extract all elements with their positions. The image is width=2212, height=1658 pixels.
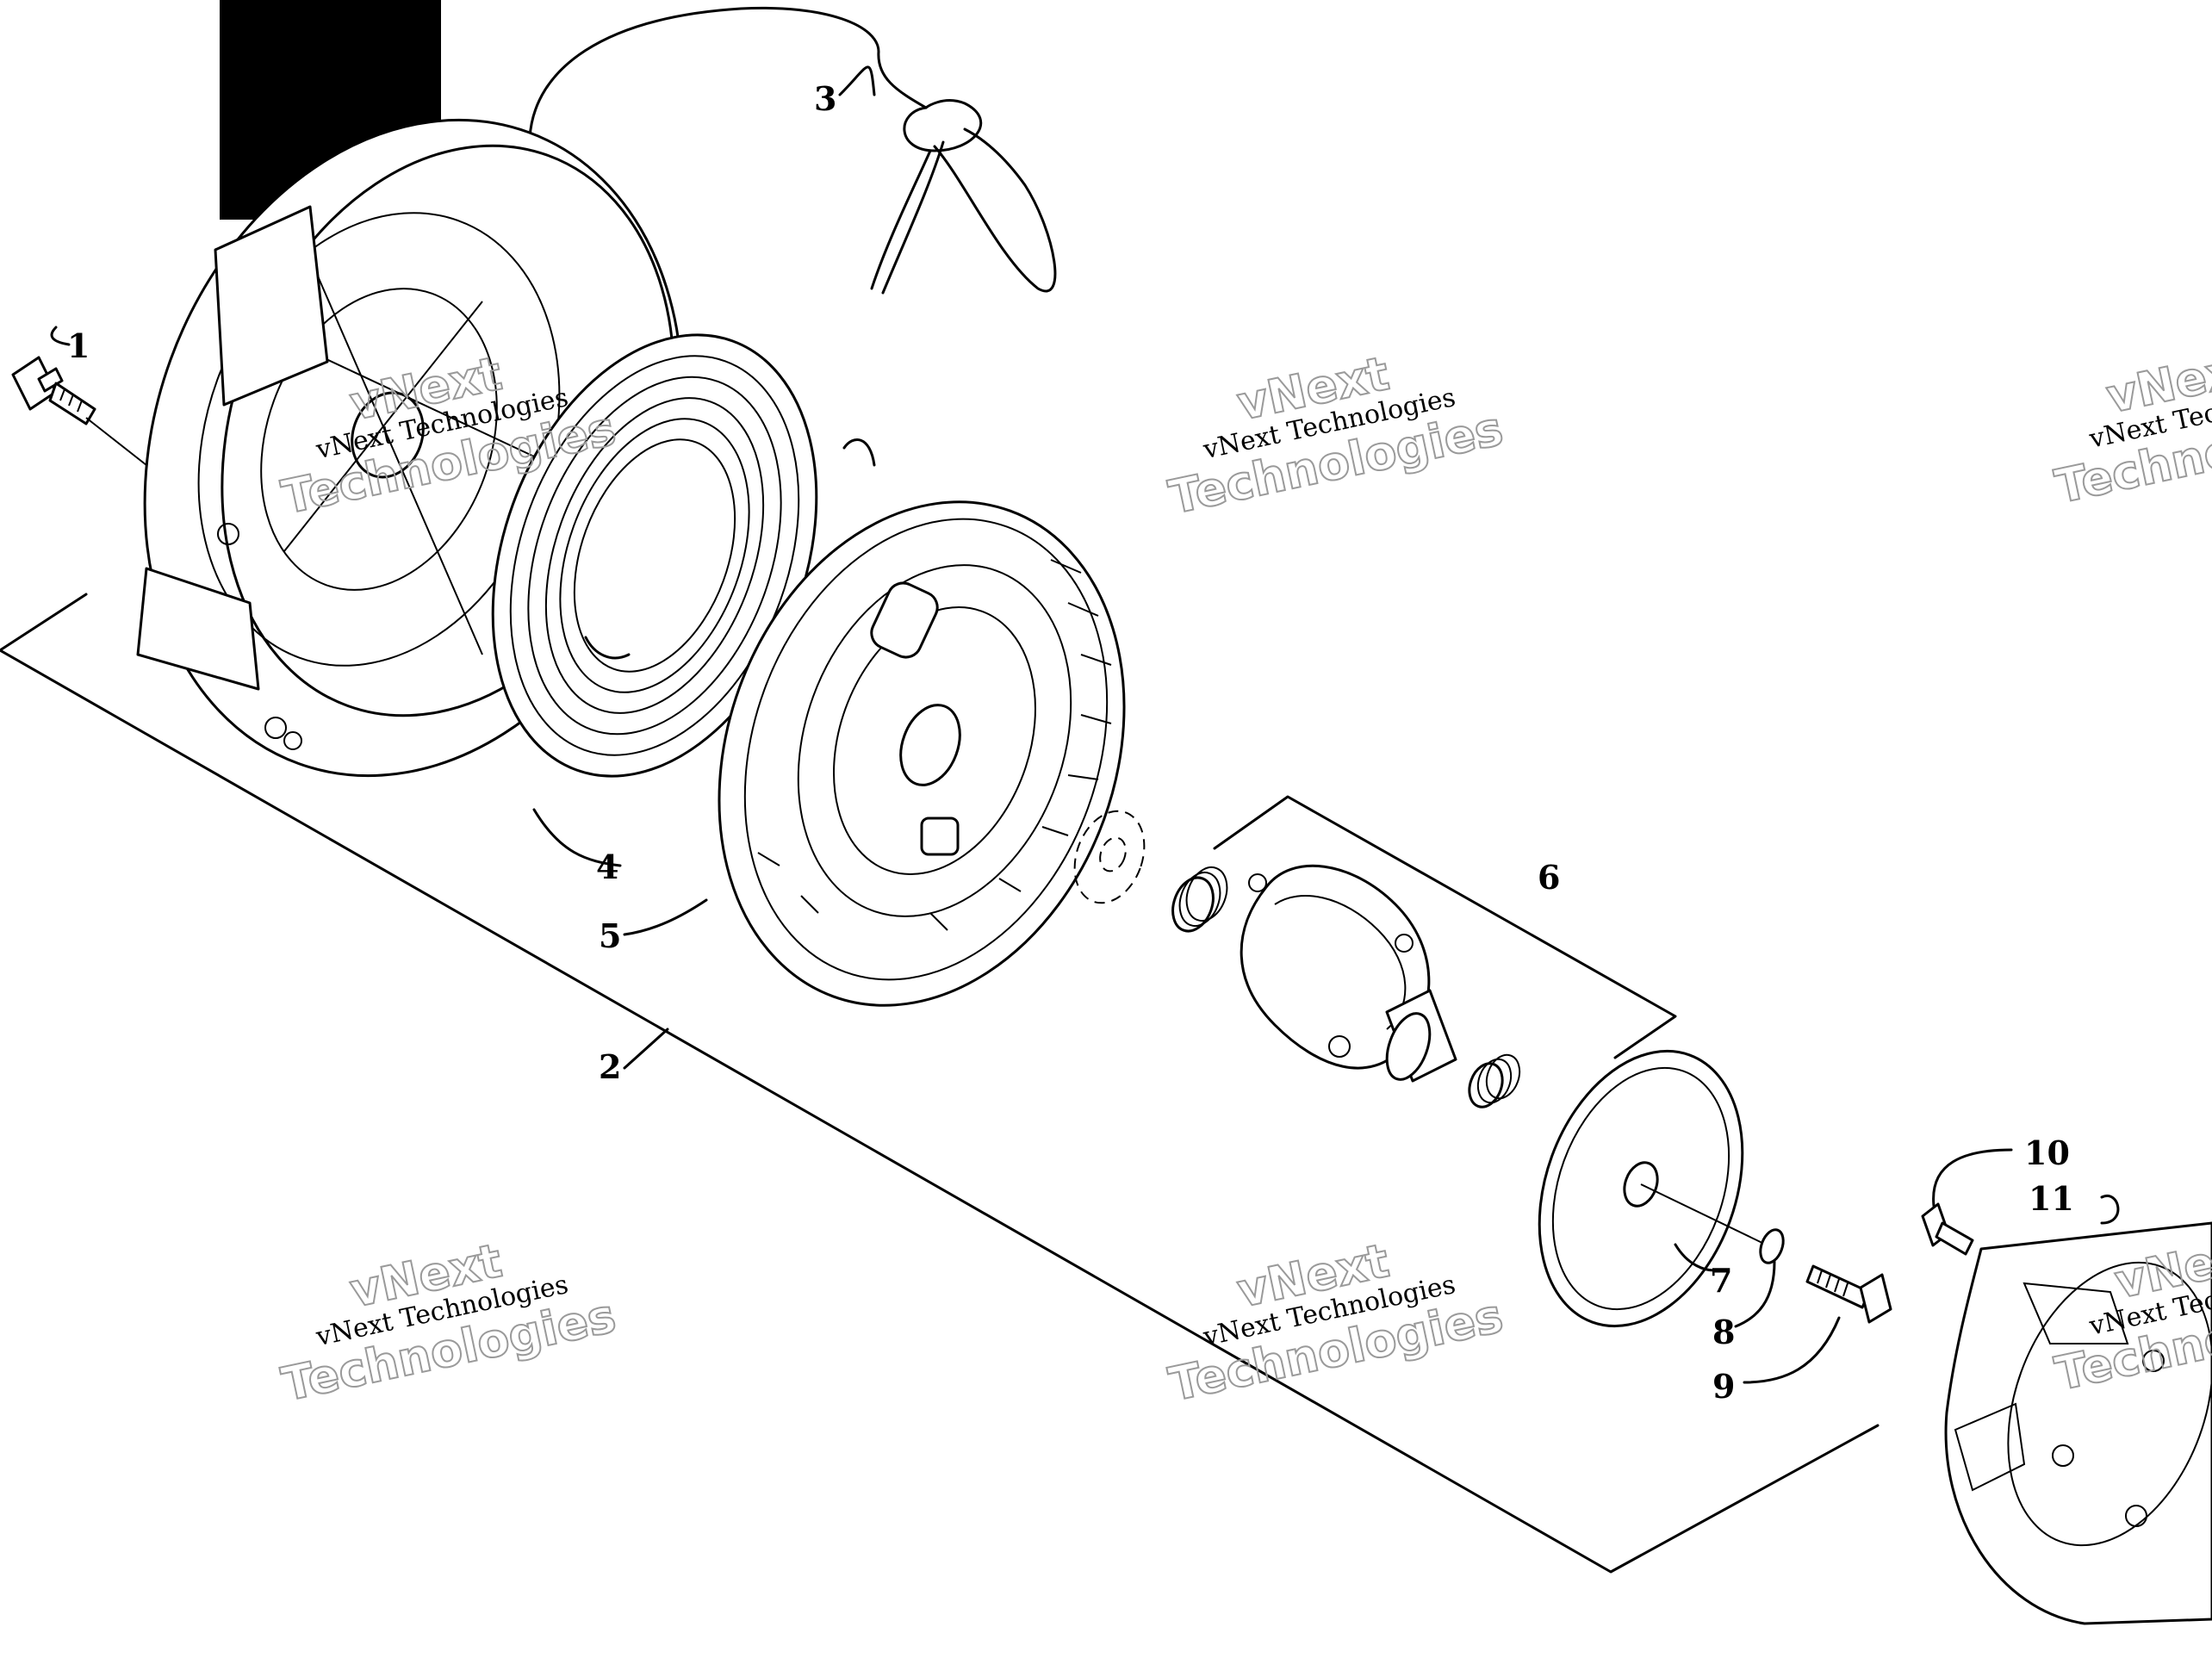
watermark-top-right: vNext vNext Technologies Technologies [2050, 338, 2212, 515]
screw-1 [11, 356, 147, 466]
watermark-bottom-right: vNext vNext Technologies Technologies [2050, 1223, 2212, 1401]
small-spring [1171, 866, 1228, 933]
washer-8 [1759, 1228, 1785, 1264]
watermark-bottom-center: vNext vNext Technologies Technologies [1164, 1233, 1508, 1413]
assembly-bracket-2 [0, 593, 1880, 1574]
callout-1: 1 [67, 326, 90, 365]
bolt-9 [1805, 1264, 1892, 1324]
callout-10: 10 [2024, 1133, 2070, 1172]
callout-6: 6 [1538, 858, 1560, 897]
leader-lines [50, 65, 2120, 1384]
callout-7: 7 [1710, 1261, 1732, 1300]
watermark-bottom-left: vNext vNext Technologies Technologies [276, 1233, 621, 1413]
drive-hub-11 [1944, 1221, 2212, 1625]
callout-9: 9 [1712, 1367, 1735, 1406]
washer-dashed [1073, 810, 1146, 904]
callout-2: 2 [599, 1047, 621, 1086]
callout-8: 8 [1712, 1313, 1735, 1351]
callout-5: 5 [599, 916, 621, 955]
recoil-spring-4 [491, 333, 876, 778]
assembly-bracket-6 [1213, 795, 1677, 1059]
bolt-10 [1921, 1202, 1974, 1256]
callout-4: 4 [596, 848, 618, 886]
ratchet-assembly-6 [1240, 864, 1521, 1108]
callout-3: 3 [814, 79, 836, 118]
starter-rope [528, 6, 1057, 295]
watermark-top-center: vNext vNext Technologies Technologies [1164, 345, 1508, 525]
rope-pulley-5 [718, 500, 1126, 1007]
plate-7 [1538, 1049, 1767, 1328]
callout-11: 11 [2029, 1179, 2074, 1218]
